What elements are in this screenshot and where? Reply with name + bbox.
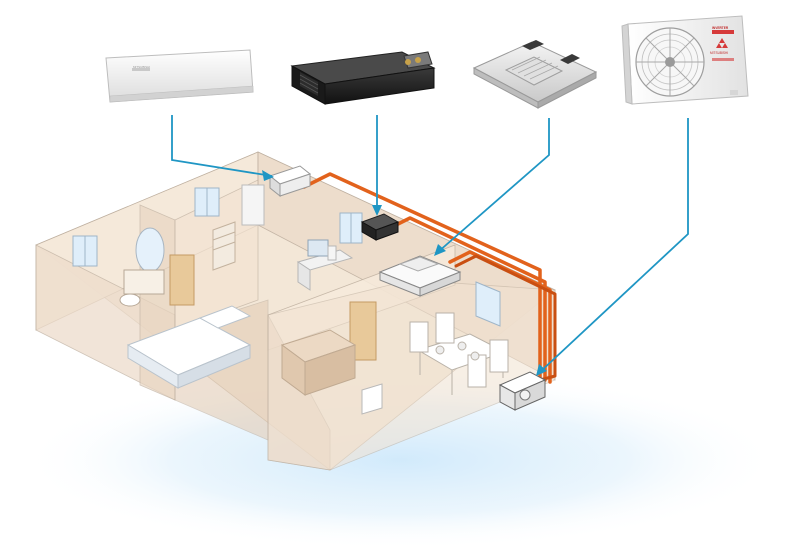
installed-wall-unit (268, 165, 312, 198)
fan-icon (635, 27, 705, 97)
arrow-ducted-unit (372, 205, 382, 216)
brand-logo-icon (716, 38, 728, 48)
window (475, 281, 501, 327)
duct-grille (299, 74, 319, 94)
wall-unit-brand: MITSUBISHI (133, 65, 150, 69)
door (169, 254, 195, 306)
product-outdoor-unit: INVERTER MITSUBISHI (621, 15, 749, 105)
radiator-unit (361, 383, 383, 415)
dresser-with-mirror (119, 227, 165, 307)
door (241, 184, 265, 226)
product-wall-unit: MITSUBISHI (105, 49, 254, 103)
arrow-cassette-unit (434, 244, 446, 256)
connector-arrowheads (262, 170, 547, 376)
bed (126, 305, 252, 389)
pipe-wall-unit (302, 172, 542, 380)
installed-outdoor-unit (498, 371, 547, 411)
installed-ducted-unit (360, 213, 400, 241)
doors (169, 184, 377, 361)
outdoor-tag-text: INVERTER (712, 26, 729, 30)
arrow-wall-unit (262, 170, 274, 181)
pipe-cassette-return (454, 254, 557, 382)
wardrobe (212, 221, 236, 271)
office-desk (296, 239, 354, 291)
arrow-outdoor-unit (536, 364, 547, 376)
brand-tag (712, 30, 734, 34)
installed-cassette-unit (378, 255, 462, 297)
connector-cassette-unit (437, 118, 550, 253)
sofa (280, 329, 357, 396)
dining-set (409, 312, 509, 395)
pipe-ducted-unit (388, 216, 547, 382)
product-ducted-unit (290, 51, 436, 105)
outdoor-brand-text: MITSUBISHI (710, 51, 728, 55)
refrigerant-piping (302, 172, 557, 384)
connector-lines (171, 115, 689, 373)
product-cassette-unit (472, 40, 598, 109)
windows (72, 187, 501, 327)
connector-outdoor-unit (539, 118, 689, 373)
connector-wall-unit (171, 115, 273, 177)
